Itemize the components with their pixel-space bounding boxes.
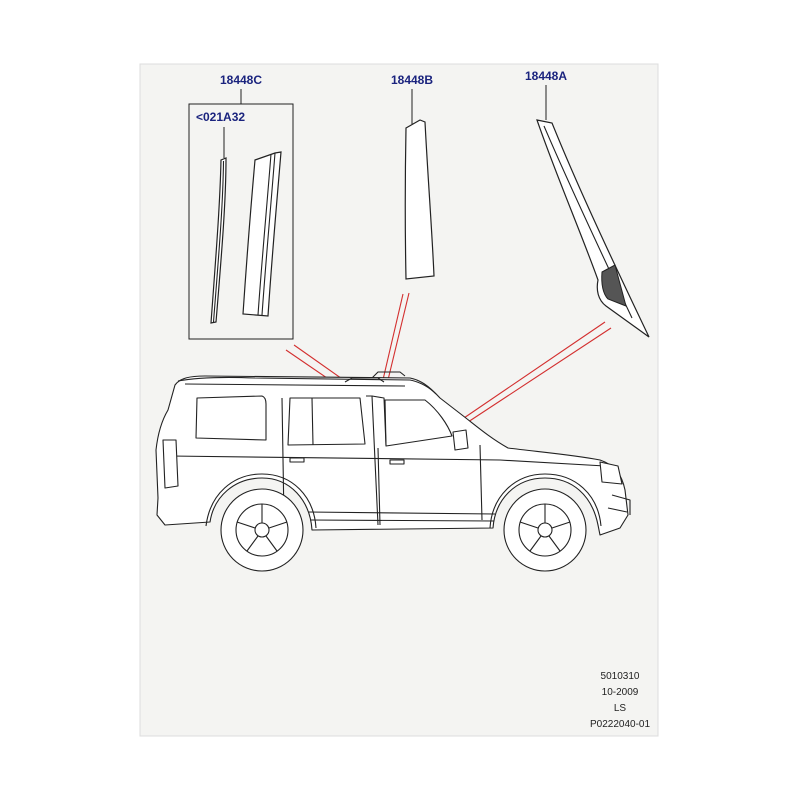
vehicle-roof-bar bbox=[344, 371, 406, 383]
callout-18448c: 18448C bbox=[220, 73, 262, 87]
vehicle-rear-window bbox=[195, 395, 267, 441]
vehicle-rear-wheel-arch bbox=[205, 473, 317, 529]
vehicle-rear-wheel-spokes bbox=[236, 504, 288, 552]
vehicle-b-pillar bbox=[366, 395, 387, 526]
reference-drawing-id: P0222040-01 bbox=[590, 719, 650, 730]
vehicle-rear-wheel-hub bbox=[254, 522, 270, 538]
pillar-trim-part-a-insert bbox=[601, 264, 627, 307]
callout-021a32: <021A32 bbox=[196, 110, 245, 124]
vehicle-illustration bbox=[155, 371, 631, 572]
vehicle-front-wheel-arch bbox=[489, 473, 602, 529]
location-line-a2 bbox=[464, 327, 612, 425]
callout-18448b: 18448B bbox=[391, 73, 433, 87]
pillar-trim-part-b bbox=[404, 119, 435, 280]
vehicle-rear-door-handle bbox=[289, 457, 305, 463]
part-group-box bbox=[188, 103, 294, 340]
vehicle-front-bumper bbox=[607, 494, 631, 515]
vehicle-rear-door-window bbox=[287, 397, 366, 446]
vehicle-roof-rail bbox=[177, 376, 437, 395]
pillar-trim-part-c-edge bbox=[257, 152, 276, 316]
vehicle-front-wheel-hub bbox=[537, 522, 553, 538]
vehicle-body-crease bbox=[169, 455, 606, 467]
vehicle-lower-sill bbox=[307, 511, 496, 522]
vehicle-side-mirror bbox=[452, 429, 469, 451]
vehicle-headlamp bbox=[599, 461, 623, 485]
vehicle-front-door-window bbox=[384, 399, 453, 447]
reference-number: 5010310 bbox=[601, 671, 640, 682]
vehicle-rear-door-window-divider bbox=[311, 397, 314, 446]
seal-strip-inner bbox=[212, 160, 225, 323]
callout-18448a: 18448A bbox=[525, 69, 567, 83]
reference-date: 10-2009 bbox=[602, 687, 639, 698]
vehicle-rear-lamp bbox=[162, 439, 179, 489]
vehicle-roof-rail-2 bbox=[184, 383, 406, 387]
vehicle-front-door-handle bbox=[389, 459, 405, 465]
reference-code: LS bbox=[614, 703, 627, 714]
vehicle-front-wheel-spokes bbox=[519, 504, 571, 552]
location-line-a1 bbox=[460, 321, 606, 421]
